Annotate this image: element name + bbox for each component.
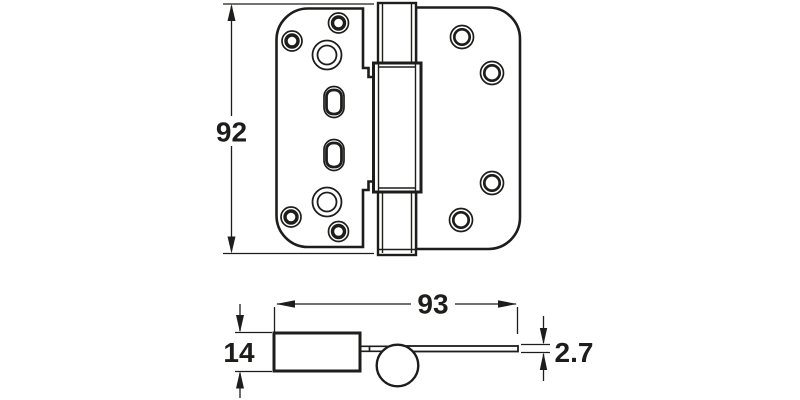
leaf-cross-section xyxy=(272,331,362,373)
arrowhead-up xyxy=(236,371,244,389)
pin-knuckle-circle xyxy=(375,343,420,388)
adjustment-hole xyxy=(311,186,343,218)
top-knuckle-inner-lines xyxy=(381,4,413,62)
middle-knuckle xyxy=(372,61,423,194)
dimension-height: 92 xyxy=(213,3,374,255)
front-view: 92 xyxy=(213,1,522,257)
arrowhead-down xyxy=(539,328,548,345)
middle-knuckle-inner-lines xyxy=(377,64,417,191)
dimension-width: 93 xyxy=(273,289,519,334)
arrowhead-down xyxy=(236,315,244,333)
extension-lines xyxy=(235,331,272,373)
adjustment-slot xyxy=(323,138,345,172)
left-leaf xyxy=(275,7,375,249)
bottom-knuckle xyxy=(376,190,418,257)
screw-hole xyxy=(327,220,350,243)
extension-lines xyxy=(223,3,374,255)
screw-hole xyxy=(479,60,505,86)
dimension-leaf-height: 14 xyxy=(223,304,272,398)
left-leaf-holes xyxy=(280,12,350,243)
right-leaf xyxy=(414,6,522,251)
dimension-plate-thickness: 2.7 xyxy=(521,316,593,381)
dimension-leaf-height-label: 14 xyxy=(223,337,255,368)
screw-hole xyxy=(280,206,302,228)
arrowhead-down xyxy=(227,236,236,254)
dimension-height-label: 92 xyxy=(216,117,247,148)
right-leaf-holes xyxy=(448,24,505,233)
label-mask xyxy=(411,290,455,317)
screw-hole xyxy=(479,170,505,196)
arrowhead-right xyxy=(498,300,517,308)
adjustment-hole xyxy=(311,39,343,71)
hinge-barrel xyxy=(372,1,423,257)
adjustment-slot xyxy=(323,85,345,119)
top-knuckle xyxy=(376,1,418,65)
arrowhead-left xyxy=(276,300,295,308)
dimension-width-label: 93 xyxy=(417,289,448,320)
plate-cross-section xyxy=(404,345,519,353)
screw-hole xyxy=(281,30,303,52)
extension-lines xyxy=(521,343,550,354)
side-view: 93 14 2.7 xyxy=(223,289,593,398)
screw-hole xyxy=(448,207,474,233)
screw-hole xyxy=(327,12,350,34)
screw-hole xyxy=(449,24,475,50)
arrowhead-up xyxy=(539,352,548,370)
bottom-knuckle-inner-lines xyxy=(379,193,415,253)
dimension-plate-thickness-label: 2.7 xyxy=(555,337,594,368)
extension-lines xyxy=(273,307,519,334)
arrowhead-up xyxy=(227,4,236,21)
label-mask xyxy=(213,116,250,146)
